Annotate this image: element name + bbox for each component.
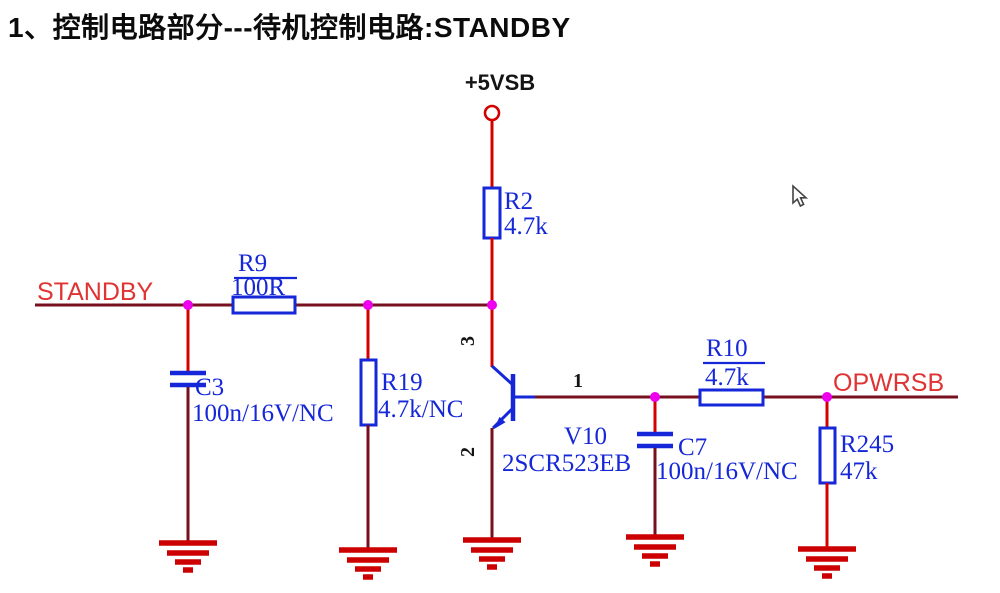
resistor-r245: R245 47k <box>818 397 894 549</box>
resistor-r19: R19 4.7k/NC <box>359 305 463 550</box>
power-port-5vsb: +5VSB <box>465 70 535 188</box>
power-label-5vsb: +5VSB <box>465 70 535 95</box>
power-terminal-icon <box>483 104 501 122</box>
collector-lead <box>490 364 515 387</box>
resistor-body <box>231 295 297 315</box>
r9-ref-label: R9 <box>238 250 267 277</box>
r9-value-label: 100R <box>231 274 286 301</box>
junction-dot <box>183 300 193 310</box>
resistor-body <box>698 388 765 407</box>
resistor-body <box>818 426 837 485</box>
ground-symbol <box>339 547 397 580</box>
pin2-label: 2 <box>457 447 479 457</box>
ground-symbol <box>798 546 856 579</box>
r19-value-label: 4.7k/NC <box>378 396 463 423</box>
r10-value-label: 4.7k <box>705 364 749 391</box>
resistor-body <box>482 186 502 240</box>
r10-ref-label: R10 <box>706 335 748 362</box>
c3-value-label: 100n/16V/NC <box>192 400 334 427</box>
capacitor-c3: C3 100n/16V/NC <box>170 305 334 543</box>
page-title: 1、控制电路部分---待机控制电路:STANDBY <box>8 12 571 43</box>
net-label-standby: STANDBY <box>37 278 154 306</box>
r245-value-label: 47k <box>840 458 878 485</box>
r245-ref-label: R245 <box>840 431 894 458</box>
emitter-arrow-icon <box>494 416 506 429</box>
capacitor-c7: C7 100n/16V/NC <box>637 397 798 537</box>
r2-value-label: 4.7k <box>504 213 548 240</box>
c3-ref-label: C3 <box>195 374 224 401</box>
junction-dot <box>650 392 660 402</box>
ground-symbol <box>463 537 521 570</box>
resistor-r10: R10 4.7k <box>698 335 765 407</box>
ground-symbol <box>626 534 684 567</box>
net-label-opwrsb: OPWRSB <box>833 369 944 397</box>
v10-ref-label: V10 <box>564 423 607 450</box>
pin1-label: 1 <box>573 370 583 392</box>
mouse-cursor-icon <box>792 184 809 208</box>
junction-dot <box>487 300 497 310</box>
r2-ref-label: R2 <box>504 188 533 215</box>
junction-dot <box>822 392 832 402</box>
junction-dot <box>363 300 373 310</box>
v10-value-label: 2SCR523EB <box>502 450 631 477</box>
resistor-r2: R2 4.7k <box>482 186 548 305</box>
c7-ref-label: C7 <box>678 434 707 461</box>
resistor-r9: R9 100R <box>231 250 297 315</box>
junction-dots <box>183 300 832 402</box>
pin3-label: 3 <box>457 336 479 346</box>
c7-value-label: 100n/16V/NC <box>656 458 798 485</box>
transistor-v10: 3 2 1 V10 2SCR523EB <box>457 305 631 540</box>
r19-ref-label: R19 <box>381 369 423 396</box>
ground-symbol <box>159 540 217 573</box>
resistor-body <box>359 358 378 427</box>
